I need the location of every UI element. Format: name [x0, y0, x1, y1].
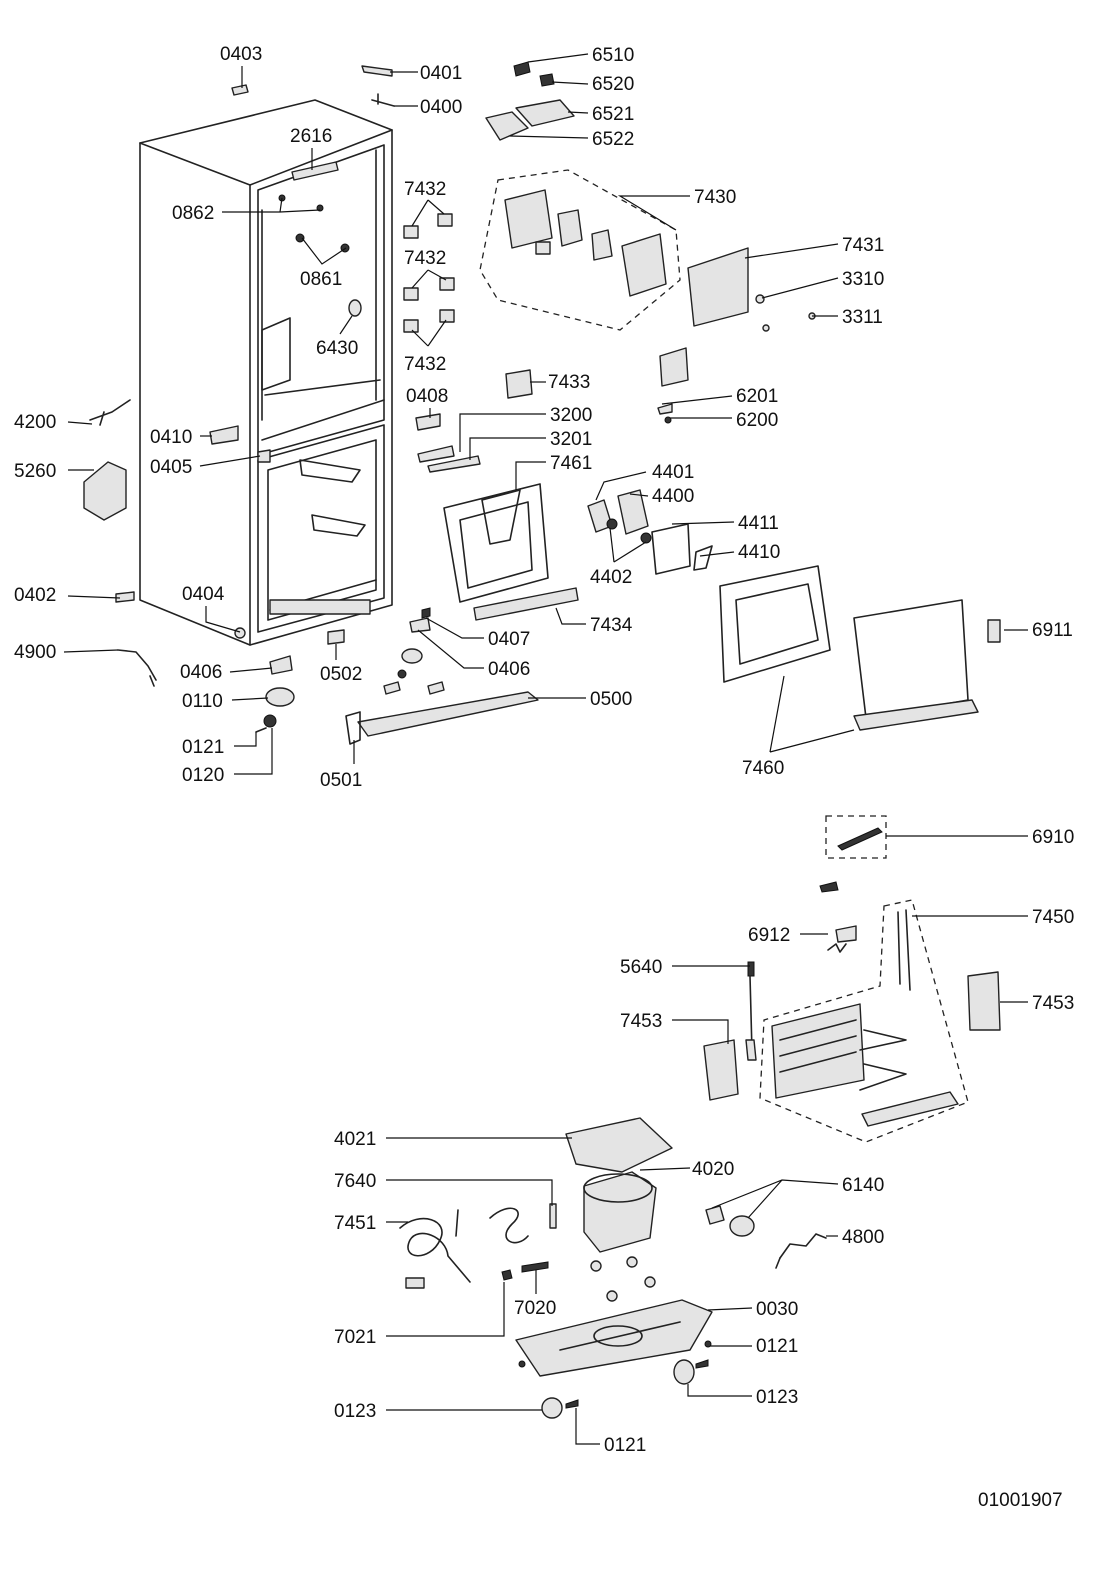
label-4900: 4900 [14, 642, 56, 663]
label-0400: 0400 [420, 97, 462, 118]
label-6910: 6910 [1032, 827, 1074, 848]
label-4020: 4020 [692, 1159, 734, 1180]
label-4402: 4402 [590, 567, 632, 588]
label-0500: 0500 [590, 689, 632, 710]
label-3200: 3200 [550, 405, 592, 426]
label-3201: 3201 [550, 429, 592, 450]
leader-lines [63, 53, 1028, 1445]
label-0123-right: 0123 [756, 1387, 798, 1408]
label-6510: 6510 [592, 45, 634, 66]
label-0404: 0404 [182, 584, 225, 605]
label-0402: 0402 [14, 585, 56, 606]
label-5260: 5260 [14, 461, 56, 482]
label-7431: 7431 [842, 235, 884, 256]
label-0405: 0405 [150, 457, 192, 478]
label-0501: 0501 [320, 770, 362, 791]
drawing-number: 01001907 [978, 1490, 1063, 1511]
label-7432-top: 7432 [404, 179, 446, 200]
label-0410: 0410 [150, 427, 192, 448]
lower-fittings-drawing [345, 607, 539, 745]
label-7461: 7461 [550, 453, 592, 474]
label-5640: 5640 [620, 957, 662, 978]
label-4400: 4400 [652, 486, 694, 507]
label-7430: 7430 [694, 187, 736, 208]
label-6201: 6201 [736, 386, 778, 407]
label-0121-bottom: 0121 [604, 1435, 646, 1456]
label-7433: 7433 [548, 372, 590, 393]
label-3311: 3311 [842, 307, 883, 328]
label-6140: 6140 [842, 1175, 884, 1196]
label-7453-right: 7453 [1032, 993, 1074, 1014]
label-7434: 7434 [590, 615, 633, 636]
label-7640: 7640 [334, 1171, 376, 1192]
label-7020: 7020 [514, 1298, 556, 1319]
label-6430: 6430 [316, 338, 358, 359]
label-7460: 7460 [742, 758, 784, 779]
label-3310: 3310 [842, 269, 884, 290]
label-0861: 0861 [300, 269, 342, 290]
label-0120: 0120 [182, 765, 224, 786]
label-0121-middle: 0121 [756, 1336, 798, 1357]
label-0401: 0401 [420, 63, 462, 84]
label-7453-left: 7453 [620, 1011, 662, 1032]
label-0408: 0408 [406, 386, 448, 407]
label-4200: 4200 [14, 412, 56, 433]
label-6520: 6520 [592, 74, 634, 95]
evaporator-drawing [703, 815, 1001, 1143]
label-6522: 6522 [592, 129, 634, 150]
label-4800: 4800 [842, 1227, 884, 1248]
label-2616: 2616 [290, 126, 332, 147]
label-0123-left: 0123 [334, 1401, 376, 1422]
label-4410: 4410 [738, 542, 780, 563]
label-6912: 6912 [748, 925, 790, 946]
label-4401: 4401 [652, 462, 694, 483]
label-7432-middle: 7432 [404, 248, 446, 269]
label-0403: 0403 [220, 44, 262, 65]
label-0406-right: 0406 [488, 659, 530, 680]
compressor-drawing [399, 1117, 827, 1419]
label-0407: 0407 [488, 629, 530, 650]
label-0862: 0862 [172, 203, 214, 224]
fan-housing-assembly-drawing [479, 169, 816, 424]
label-7451: 7451 [334, 1213, 376, 1234]
label-0502: 0502 [320, 664, 362, 685]
cabinet-drawing [139, 99, 393, 646]
label-0110: 0110 [182, 691, 223, 712]
label-6200: 6200 [736, 410, 778, 431]
label-6911: 6911 [1032, 620, 1073, 641]
label-7021: 7021 [334, 1327, 376, 1348]
label-6521: 6521 [592, 104, 634, 125]
evaporator-cover-drawing [415, 413, 1001, 731]
label-4021: 4021 [334, 1129, 376, 1150]
label-0406-left: 0406 [180, 662, 222, 683]
label-0121-top: 0121 [182, 737, 224, 758]
part-labels: 0403 0401 0400 6510 6520 6521 6522 2616 … [14, 44, 1074, 1511]
label-0030: 0030 [756, 1299, 798, 1320]
label-7450: 7450 [1032, 907, 1074, 928]
label-7432-bottom: 7432 [404, 354, 446, 375]
label-4411: 4411 [738, 513, 779, 534]
